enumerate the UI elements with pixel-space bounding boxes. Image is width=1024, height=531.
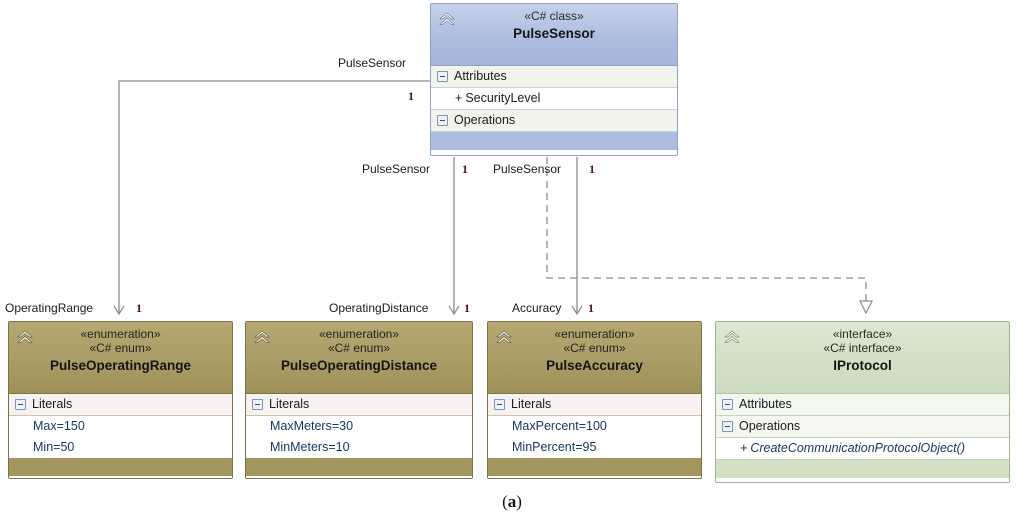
node-pulseoperatingrange[interactable]: «enumeration» «C# enum» PulseOperatingRa… — [8, 321, 233, 479]
pulseoperatingrange-name: PulseOperatingRange — [49, 358, 192, 373]
iprotocol-operation-signature: CreateCommunicationProtocolObject() — [750, 441, 965, 455]
pulsesensor-header: «C# class» PulseSensor — [431, 4, 677, 66]
pulsesensor-operations-label: Operations — [454, 113, 516, 127]
edge-mult-pulsesensor-accuracy: 1 — [589, 162, 595, 176]
pulseoperatingdistance-header: «enumeration» «C# enum» PulseOperatingDi… — [246, 322, 472, 394]
pulseaccuracy-footer — [488, 458, 701, 476]
iprotocol-attributes-compartment[interactable]: Attributes — [716, 394, 1009, 416]
pulseaccuracy-literals-label: Literals — [511, 397, 552, 411]
edge-mult-operatingdistance: 1 — [464, 301, 470, 315]
collapse-minus-icon[interactable] — [494, 399, 505, 410]
double-chevron-up-icon — [17, 330, 33, 343]
pulseoperatingdistance-name: PulseOperatingDistance — [280, 358, 438, 373]
iprotocol-operations-compartment[interactable]: Operations — [716, 416, 1009, 438]
collapse-minus-icon[interactable] — [15, 399, 26, 410]
edge-mult-accuracy: 1 — [588, 301, 594, 315]
iprotocol-operation-create[interactable]: +CreateCommunicationProtocolObject() — [716, 438, 1009, 460]
double-chevron-up-icon — [724, 330, 740, 343]
pulseaccuracy-literals-compartment[interactable]: Literals — [488, 394, 701, 416]
pulseoperatingdistance-literals-compartment[interactable]: Literals — [246, 394, 472, 416]
pulseaccuracy-literal-minpercent[interactable]: MinPercent=95 — [488, 437, 701, 458]
collapse-minus-icon[interactable] — [722, 421, 733, 432]
visibility-marker: + — [740, 441, 748, 455]
pulseaccuracy-literal-maxpercent[interactable]: MaxPercent=100 — [488, 416, 701, 437]
edge-label-operatingdistance: OperatingDistance — [329, 301, 429, 315]
edge-realization-iprotocol — [546, 157, 873, 315]
pulsesensor-operations-compartment[interactable]: Operations — [431, 110, 677, 132]
pulseoperatingdistance-literal-maxmeters[interactable]: MaxMeters=30 — [246, 416, 472, 437]
double-chevron-up-icon — [254, 330, 270, 343]
figure-caption: (a) — [0, 492, 1024, 512]
edge-label-pulsesensor-range: PulseSensor — [338, 56, 407, 70]
edge-label-pulsesensor-accuracy: PulseSensor — [493, 162, 562, 176]
collapse-minus-icon[interactable] — [252, 399, 263, 410]
pulseoperatingdistance-stereotype-1: «enumeration» — [318, 327, 400, 341]
node-pulsesensor[interactable]: «C# class» PulseSensor Attributes +Secur… — [430, 3, 678, 156]
pulsesensor-attributes-compartment[interactable]: Attributes — [431, 66, 677, 88]
pulseaccuracy-header: «enumeration» «C# enum» PulseAccuracy — [488, 322, 701, 394]
iprotocol-name: IProtocol — [833, 358, 892, 373]
node-pulseoperatingdistance[interactable]: «enumeration» «C# enum» PulseOperatingDi… — [245, 321, 473, 479]
edge-operating-range — [113, 80, 430, 316]
iprotocol-stereotype-1: «interface» — [832, 327, 893, 341]
iprotocol-operations-label: Operations — [739, 419, 801, 433]
pulseaccuracy-stereotype-2: «C# enum» — [563, 341, 626, 355]
visibility-marker: + — [455, 91, 463, 105]
pulsesensor-attributes-label: Attributes — [454, 69, 507, 83]
pulseoperatingdistance-literals-label: Literals — [269, 397, 310, 411]
edge-label-pulsesensor-distance: PulseSensor — [362, 162, 431, 176]
pulsesensor-attribute-name: SecurityLevel — [465, 91, 541, 105]
edge-label-operatingrange: OperatingRange — [5, 301, 94, 315]
pulseoperatingdistance-footer — [246, 458, 472, 476]
edge-mult-pulsesensor-distance: 1 — [462, 162, 468, 176]
pulseoperatingrange-stereotype-1: «enumeration» — [80, 327, 161, 341]
pulsesensor-attribute-securitylevel[interactable]: +SecurityLevel — [431, 88, 677, 110]
node-pulseaccuracy[interactable]: «enumeration» «C# enum» PulseAccuracy Li… — [487, 321, 702, 479]
pulseaccuracy-stereotype-1: «enumeration» — [554, 327, 635, 341]
pulseoperatingrange-footer — [9, 458, 232, 476]
pulseaccuracy-name: PulseAccuracy — [546, 358, 643, 373]
edge-mult-operatingrange: 1 — [136, 301, 142, 315]
pulseoperatingrange-header: «enumeration» «C# enum» PulseOperatingRa… — [9, 322, 232, 394]
iprotocol-header: «interface» «C# interface» IProtocol — [716, 322, 1009, 394]
pulseoperatingrange-stereotype-2: «C# enum» — [89, 341, 152, 355]
edge-mult-pulsesensor-range: 1 — [408, 89, 414, 103]
pulsesensor-footer — [431, 132, 677, 150]
pulsesensor-stereotype: «C# class» — [524, 9, 584, 23]
pulseoperatingdistance-literal-minmeters[interactable]: MinMeters=10 — [246, 437, 472, 458]
double-chevron-up-icon — [439, 12, 455, 25]
collapse-minus-icon[interactable] — [437, 115, 448, 126]
iprotocol-stereotype-2: «C# interface» — [823, 341, 902, 355]
caption-prefix: ( — [502, 492, 508, 511]
edge-label-accuracy: Accuracy — [512, 301, 562, 315]
iprotocol-footer — [716, 460, 1009, 478]
caption-suffix: ) — [516, 492, 522, 511]
collapse-minus-icon[interactable] — [437, 71, 448, 82]
double-chevron-up-icon — [496, 330, 512, 343]
pulseoperatingrange-literals-compartment[interactable]: Literals — [9, 394, 232, 416]
caption-letter: a — [507, 492, 517, 511]
collapse-minus-icon[interactable] — [722, 399, 733, 410]
node-iprotocol[interactable]: «interface» «C# interface» IProtocol Att… — [715, 321, 1010, 483]
pulseoperatingdistance-stereotype-2: «C# enum» — [327, 341, 391, 355]
iprotocol-attributes-label: Attributes — [739, 397, 792, 411]
pulseoperatingrange-literals-label: Literals — [32, 397, 73, 411]
pulseoperatingrange-literal-max[interactable]: Max=150 — [9, 416, 232, 437]
pulsesensor-name: PulseSensor — [513, 26, 595, 41]
pulseoperatingrange-literal-min[interactable]: Min=50 — [9, 437, 232, 458]
